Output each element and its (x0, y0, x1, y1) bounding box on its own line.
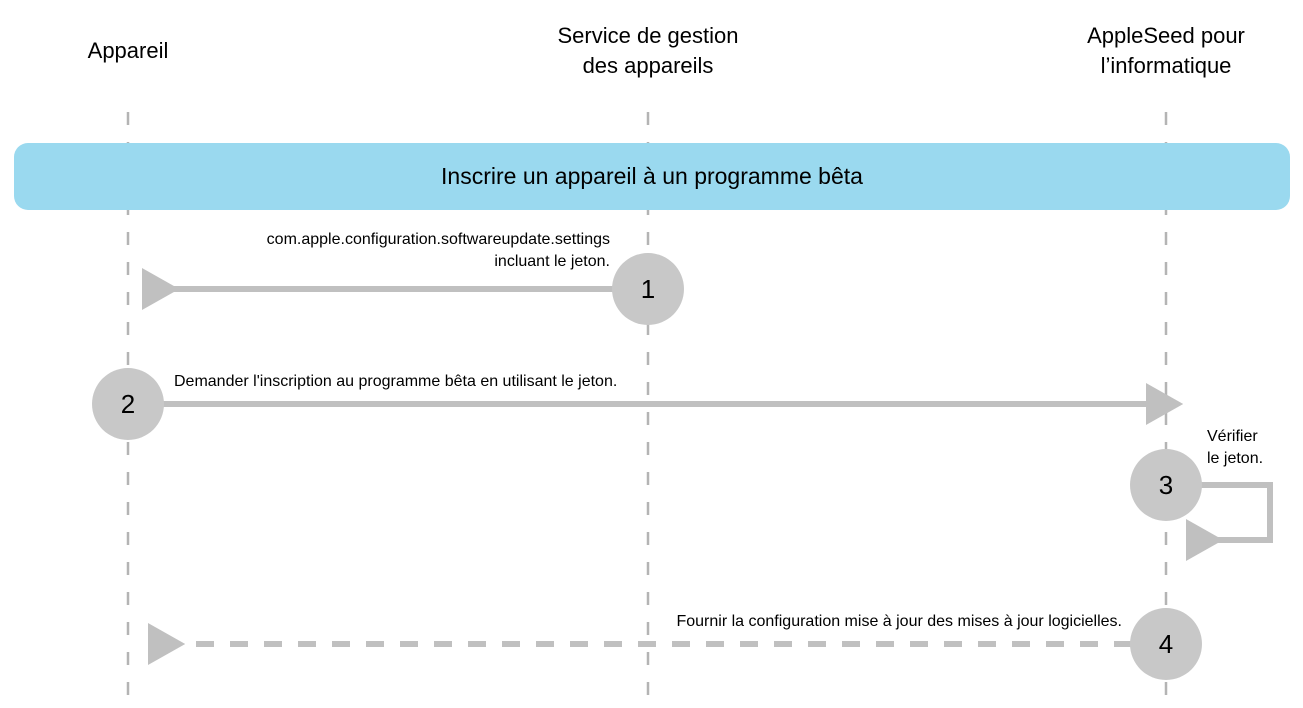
phase-banner-label: Inscrire un appareil à un programme bêta (441, 163, 863, 189)
step-badge-3: 3 (1130, 449, 1202, 521)
step-badge-1: 1 (612, 253, 684, 325)
lifelines (126, 112, 1168, 706)
step-badge-2: 2 (92, 368, 164, 440)
message-arrow-3 (1185, 482, 1273, 561)
message-label-1: com.apple.configuration.softwareupdate.s… (266, 231, 610, 270)
step-badge-4: 4 (1130, 608, 1202, 680)
participant-header-appleseed: AppleSeed pour l’informatique (1087, 23, 1245, 78)
participant-header-appareil: Appareil (87, 38, 169, 63)
message-label-2: Demander l'inscription au programme bêta… (174, 373, 618, 390)
phase-banner: Inscrire un appareil à un programme bêta (14, 143, 1290, 210)
message-label-3: Vérifier le jeton. (1207, 428, 1264, 467)
participant-header-service-gestion: Service de gestion des appareils (557, 23, 739, 78)
message-label-4: Fournir la configuration mise à jour des… (676, 613, 1122, 630)
